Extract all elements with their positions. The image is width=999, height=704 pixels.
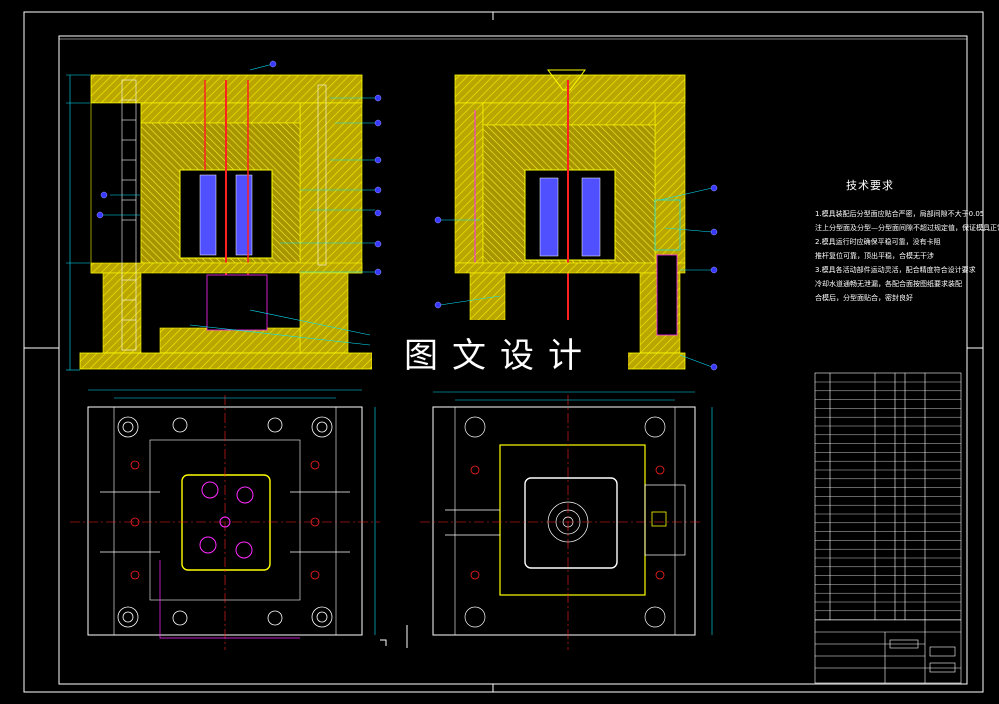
front-section-view	[66, 60, 382, 371]
technical-requirements-title: 技术要求	[846, 179, 894, 192]
watermark-banner: 图文设计	[372, 320, 628, 384]
moving-half-plan-view	[70, 389, 380, 650]
fixed-half-plan-view	[420, 391, 713, 650]
watermark-text: 图文设计	[404, 335, 596, 376]
tech-req-line-6: 冷却水道通畅无泄漏，各配合面按图纸要求装配	[815, 280, 962, 288]
tech-req-line-2: 注上分型面及分型—分型面间隙不超过规定值，保证模具正常运行	[815, 224, 999, 232]
tech-req-line-3: 2.模具运行时应确保平稳可靠，没有卡阻	[815, 238, 941, 246]
side-section-view	[434, 69, 718, 371]
drawing-frame	[23, 11, 984, 693]
section-marks	[380, 625, 408, 648]
tech-req-line-4: 推杆复位可靠，顶出平稳，合模无干涉	[815, 252, 934, 260]
tech-req-line-1: 1.模具装配后分型面应贴合严密，局部间隙不大于0.05	[815, 210, 985, 218]
title-block-bottom	[815, 619, 961, 683]
title-block-table	[814, 372, 962, 684]
tech-req-line-5: 3.模具各活动部件运动灵活，配合精度符合设计要求	[815, 266, 976, 274]
tech-req-line-7: 合模后，分型面贴合，密封良好	[815, 294, 913, 302]
